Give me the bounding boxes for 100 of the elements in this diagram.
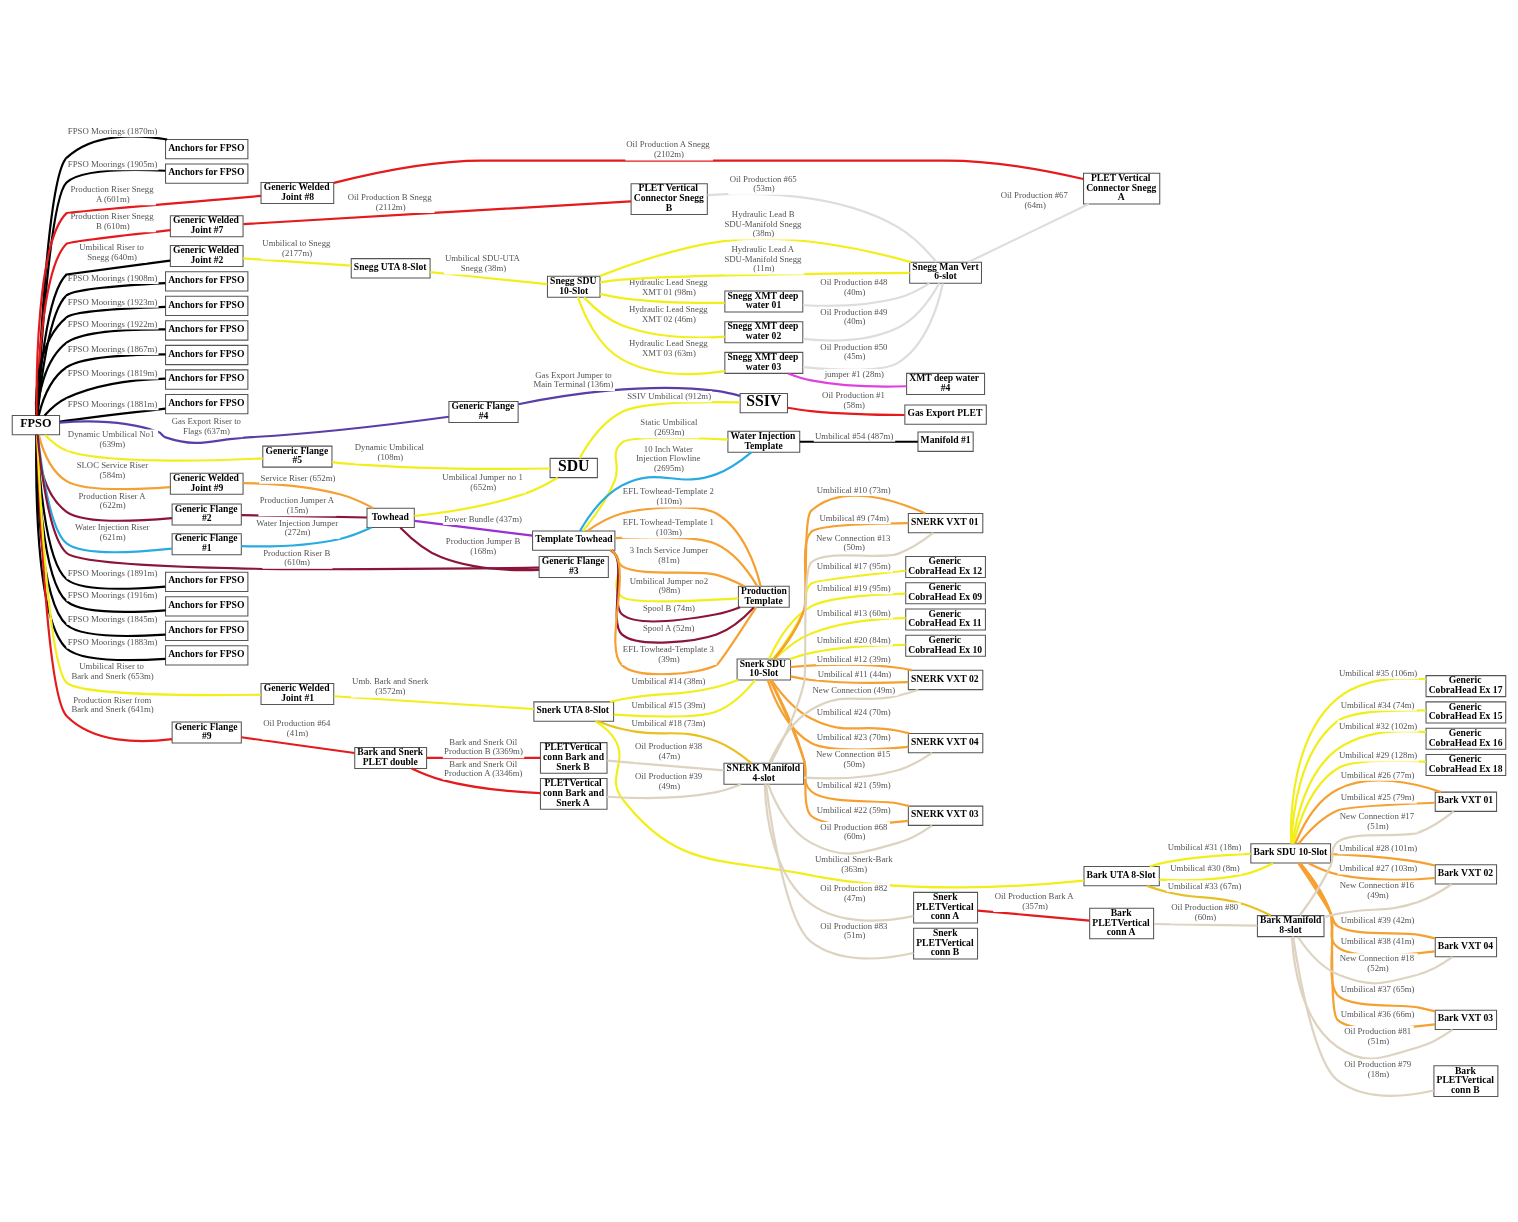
connector	[578, 451, 752, 532]
connector	[613, 679, 756, 718]
connector	[766, 679, 909, 751]
edge-label: Oil Production #82 (47m)	[820, 883, 888, 903]
edge-label: Oil Production #83 (51m)	[820, 920, 888, 941]
connector	[607, 783, 742, 800]
connector	[607, 759, 724, 772]
connector	[1323, 883, 1453, 919]
node-box: Anchors for FPSO	[165, 320, 249, 341]
edge-label: Dynamic Umbilical No1 (639m)	[67, 429, 155, 449]
edge-label: Umbilical #36 (66m)	[1340, 1008, 1415, 1019]
node-box: Bark Manifold 8-slot	[1256, 915, 1325, 938]
edge-label: Oil Production #1 (58m)	[822, 389, 885, 410]
edge-label: Oil Production #49 (40m)	[820, 306, 888, 327]
connector	[578, 401, 740, 459]
node-box: Generic Welded Joint #2	[169, 245, 244, 268]
connector	[36, 434, 261, 697]
connector	[241, 526, 372, 548]
node-box: Generic Flange #5	[262, 445, 333, 468]
edge-label: Water Injection Riser (621m)	[74, 522, 150, 542]
connector	[1292, 759, 1426, 844]
node-box: Bark PLETVertical conn B	[1433, 1065, 1499, 1098]
connector	[241, 513, 367, 519]
connector	[333, 159, 1084, 184]
edge-label: SLOC Service Riser (584m)	[76, 460, 149, 480]
edge-label: Hydraulic Lead B SDU-Manifold Snegg (38m)	[724, 209, 802, 239]
connector	[333, 695, 534, 711]
edge-label: Umbilical Riser to Snegg (640m)	[79, 241, 144, 262]
connector	[243, 482, 374, 510]
connector	[610, 549, 757, 676]
connector	[599, 292, 725, 304]
connector	[37, 434, 171, 491]
edge-label: Hydraulic Lead Snegg XMT 01 (98m)	[628, 276, 708, 297]
edge-label: Umb. Bark and Snerk (3572m)	[352, 676, 429, 696]
node-box: Bark VXT 01	[1434, 791, 1498, 812]
edge-label: Umbilical #18 (73m)	[631, 717, 706, 728]
node-box: Snegg XMT deep water 03	[724, 351, 804, 374]
edge-label: New Connection #18 (52m)	[1339, 953, 1415, 973]
edge-label: Spool B (74m)	[642, 603, 695, 614]
node-box: Anchors for FPSO	[165, 139, 249, 160]
edge-label: Umbilical Jumper no2 (98m)	[629, 575, 709, 596]
edge-label: FPSO Moorings (1867m)	[67, 343, 158, 354]
edge-label: Oil Production #39 (49m)	[635, 770, 703, 791]
edge-label: Production Riser A (622m)	[78, 490, 146, 511]
edge-label: SSIV Umbilical (912m)	[627, 391, 712, 402]
connector	[764, 784, 914, 960]
connector	[787, 406, 905, 417]
edge-label: Oil Production #65 (53m)	[729, 173, 797, 194]
node-box: Generic Welded Joint #1	[260, 682, 335, 706]
connector	[772, 569, 906, 660]
edge-label: Production Riser from Bark and Snerk (641m)	[71, 694, 154, 715]
edge-label: Umbilical #19 (95m)	[816, 583, 891, 594]
node-box: Snerk PLETVertical conn B	[913, 927, 979, 960]
edge-label: Umbilical #30 (8m)	[1170, 863, 1240, 874]
edge-label: Umbilical #15 (39m)	[631, 700, 706, 711]
connector	[1149, 852, 1251, 868]
edge-label: Production Riser Snegg A (601m)	[70, 184, 154, 204]
connector	[787, 372, 907, 388]
edge-label: Gas Export Jumper to Main Terminal (136m)	[533, 369, 614, 390]
edge-label: Hydraulic Lead Snegg XMT 03 (63m)	[628, 338, 708, 358]
connector	[799, 440, 918, 443]
edge-label: Umbilical #35 (106m)	[1338, 668, 1418, 679]
node-box: Snegg UTA 8-Slot	[350, 258, 431, 279]
node-box: Anchors for FPSO	[165, 369, 249, 390]
node-box: Snegg SDU 10-Slot	[546, 275, 601, 298]
edge-label: Umbilical #10 (73m)	[816, 484, 891, 495]
edge-label: Umbilical #12 (39m)	[816, 654, 891, 665]
connector	[789, 643, 906, 660]
edge-label: Umbilical #29 (128m)	[1338, 750, 1418, 761]
connector	[763, 784, 914, 922]
connector	[1289, 677, 1426, 844]
connector	[34, 305, 166, 416]
connector	[576, 296, 725, 375]
connector	[1297, 801, 1436, 845]
edge-label: New Connection (49m)	[812, 684, 896, 695]
edge-label: Umbilical #21 (59m)	[816, 780, 891, 791]
node-box: Snerk SDU 10-Slot	[736, 658, 792, 681]
connector	[586, 506, 762, 587]
edge-label: FPSO Moorings (1819m)	[67, 368, 158, 379]
node-box: Template Towhead	[532, 530, 616, 551]
edge-label: Umbilical #13 (60m)	[816, 607, 891, 618]
node-box: Anchors for FPSO	[165, 393, 249, 415]
node-box: Bark VXT 04	[1434, 937, 1498, 958]
connector	[332, 460, 551, 470]
edge-label: Umbilical #32 (102m)	[1338, 720, 1418, 731]
connector	[774, 617, 906, 660]
edge-label: Umbilical #25 (79m)	[1340, 792, 1415, 803]
edge-label: Bark and Snerk Oil Production B (3369m)	[444, 736, 523, 757]
connector	[1294, 779, 1442, 844]
edge-label: Umbilical #38 (41m)	[1340, 936, 1415, 947]
node-box: Water Injection Template	[727, 430, 801, 453]
connector	[44, 434, 263, 462]
edge-label: New Connection #13 (50m)	[815, 532, 891, 553]
edge-label: New Connection #17 (51m)	[1339, 811, 1415, 831]
node-box: Generic Welded Joint #9	[169, 472, 244, 495]
edge-label: Oil Production #79 (18m)	[1344, 1059, 1412, 1079]
node-box: Anchors for FPSO	[165, 645, 249, 666]
node-box: PLET Vertical Connector Snegg B	[630, 183, 708, 215]
node-box: Generic Flange #4	[448, 400, 519, 423]
connector	[599, 271, 910, 284]
